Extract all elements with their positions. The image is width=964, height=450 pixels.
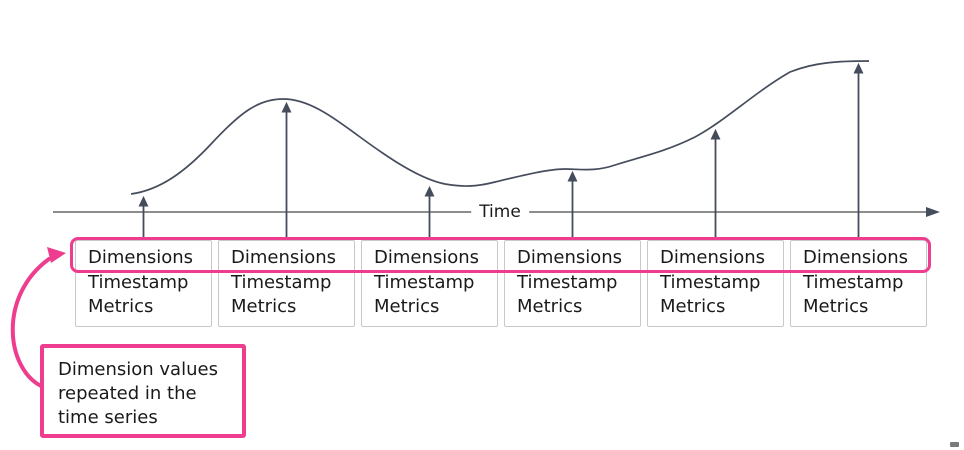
value-arrow-1 <box>138 195 149 238</box>
value-arrow-3 <box>424 185 435 238</box>
record-field-metrics: Metrics <box>660 296 726 317</box>
record-box-2: Dimensions Timestamp Metrics <box>218 240 355 327</box>
records-row: Dimensions Timestamp Metrics Dimensions … <box>75 240 927 327</box>
record-field-dimensions: Dimensions <box>660 247 766 268</box>
value-arrow-5 <box>710 128 721 238</box>
record-field-metrics: Metrics <box>517 296 583 317</box>
record-box-5: Dimensions Timestamp Metrics <box>647 240 784 327</box>
value-arrow-2 <box>281 101 292 238</box>
record-field-timestamp: Timestamp <box>517 271 618 293</box>
record-field-dimensions: Dimensions <box>231 247 337 268</box>
callout-arrow-path <box>10 257 51 388</box>
cursor-artifact <box>950 442 959 447</box>
callout-line-2: repeated in the <box>58 383 197 404</box>
record-field-metrics: Metrics <box>231 296 297 317</box>
callout-arrow <box>10 247 66 388</box>
record-box-3: Dimensions Timestamp Metrics <box>361 240 498 327</box>
value-arrow-6 <box>853 62 864 238</box>
record-field-metrics: Metrics <box>803 296 869 317</box>
record-field-dimensions: Dimensions <box>517 247 623 268</box>
callout-line-3: time series <box>58 407 158 428</box>
value-arrow-4 <box>567 170 578 238</box>
callout-line-1: Dimension values <box>58 359 218 380</box>
time-axis-arrowhead <box>926 207 940 217</box>
record-field-dimensions: Dimensions <box>88 247 194 268</box>
time-series-curve <box>130 60 870 195</box>
record-field-timestamp: Timestamp <box>374 271 475 293</box>
time-axis-label: Time <box>471 202 529 222</box>
record-field-dimensions: Dimensions <box>803 247 909 268</box>
record-field-timestamp: Timestamp <box>231 271 332 293</box>
record-box-6: Dimensions Timestamp Metrics <box>790 240 927 327</box>
record-box-4: Dimensions Timestamp Metrics <box>504 240 641 327</box>
record-field-timestamp: Timestamp <box>803 271 904 293</box>
record-field-timestamp: Timestamp <box>88 271 189 293</box>
record-box-1: Dimensions Timestamp Metrics <box>75 240 212 327</box>
record-field-dimensions: Dimensions <box>374 247 480 268</box>
dimensions-highlight-band <box>70 237 931 273</box>
record-field-metrics: Metrics <box>374 296 440 317</box>
record-field-metrics: Metrics <box>88 296 154 317</box>
callout-arrow-head <box>47 247 66 263</box>
record-field-timestamp: Timestamp <box>660 271 761 293</box>
callout-box: Dimension values repeated in the time se… <box>40 344 246 438</box>
